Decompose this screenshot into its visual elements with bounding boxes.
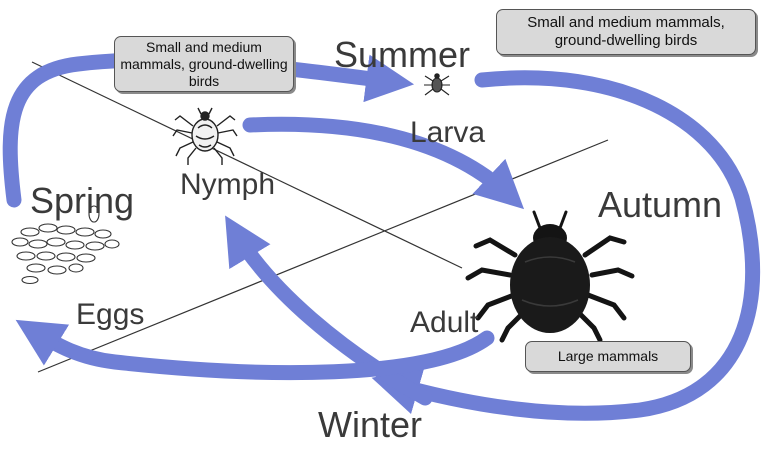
adult-tick-icon xyxy=(468,212,632,340)
nymph-tick-icon xyxy=(173,108,237,165)
host-box-larva: Small and medium mammals, ground-dwellin… xyxy=(496,9,756,55)
season-label-autumn: Autumn xyxy=(598,184,722,226)
host-box-nymph: Small and medium mammals, ground-dwellin… xyxy=(114,36,294,92)
season-label-summer: Summer xyxy=(334,34,470,76)
stage-label-adult: Adult xyxy=(410,306,478,340)
stage-label-larva: Larva xyxy=(410,116,485,150)
host-box-adult: Large mammals xyxy=(525,341,691,372)
stage-label-eggs: Eggs xyxy=(76,298,144,332)
season-label-spring: Spring xyxy=(30,180,134,222)
larva-tick-icon xyxy=(424,74,450,95)
season-label-winter: Winter xyxy=(318,404,422,446)
stage-label-nymph: Nymph xyxy=(180,168,275,202)
